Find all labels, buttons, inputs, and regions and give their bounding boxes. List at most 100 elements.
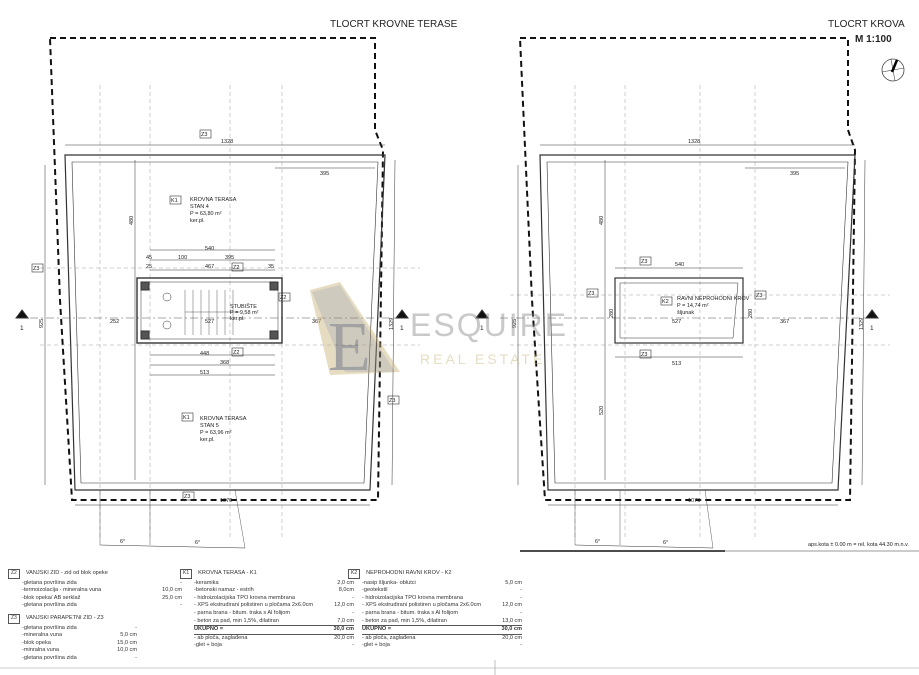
room-name: KROVNA TERASA	[200, 416, 247, 422]
right-plan-labels: 1328 395 540 527 367 513 1070 6° 6° 480 …	[480, 139, 909, 548]
room-finish: ker.pl.	[200, 437, 215, 443]
dim-label: 6°	[663, 540, 668, 546]
layer: -gletana površina zida	[22, 579, 77, 586]
room-finish: ker.pl.	[190, 218, 205, 224]
layer: -gletana površina zida	[22, 624, 77, 631]
title-left: TLOCRT KROVNE TERASE	[330, 19, 458, 30]
thickness: 20,0 cm	[334, 634, 354, 641]
dim-label: 395	[790, 171, 799, 177]
svg-text:E: E	[328, 309, 371, 386]
layer: -nasip šljunka- oblutci	[362, 579, 416, 586]
dim-label: 540	[205, 246, 214, 252]
layer: -keramika	[194, 579, 219, 586]
tag-z3: Z3	[641, 259, 647, 265]
layer: - parna brana - bitum. traka s Al folijo…	[194, 609, 291, 616]
layer: -geotekstil	[362, 587, 388, 594]
layer: -glet + boja	[362, 642, 390, 649]
room-area: P = 9,58 m²	[230, 310, 259, 316]
dim-label: 35	[268, 264, 274, 270]
thickness: 2,0 cm	[337, 579, 354, 586]
legend-title: NEPROHODNI RAVNI KROV - K2	[366, 570, 452, 576]
dim-label: 395	[320, 171, 329, 177]
layer: -mineralna vuna	[22, 632, 63, 639]
dim-label: 925	[512, 319, 518, 328]
legend-title: KROVNA TERASA - K1	[198, 570, 257, 576]
layer: -gletana površina zida	[22, 602, 77, 609]
section-mark: 1	[20, 325, 24, 332]
thickness: -	[520, 609, 522, 616]
layer: - beton za pad, min 1,5%, dilatiran	[362, 617, 447, 624]
dim-label: 367	[312, 319, 321, 325]
dim-label: 1328	[221, 139, 233, 145]
layer: - beton za pad, min 1,5%, dilatiran	[194, 617, 279, 624]
dim-label: 540	[675, 262, 684, 268]
tag-z3: Z3	[184, 494, 190, 500]
layer: - XPS ekstrudirani polistiren u pločama …	[194, 602, 314, 609]
stair-core	[136, 277, 283, 344]
thickness: 10,0 cm	[162, 587, 182, 594]
tag-z3: Z3	[389, 398, 395, 404]
roof-box	[614, 277, 744, 344]
building-outline	[539, 154, 856, 491]
layer: - hidroizolacijska TPO krovna membrana	[362, 594, 463, 601]
layer: - XPS ekstrudirani polistiren u pločama …	[362, 602, 482, 609]
plot-boundary	[519, 37, 857, 501]
dim-label: 1329	[389, 318, 395, 330]
left-plan	[15, 37, 420, 549]
room-area: P = 63,80 m²	[190, 211, 222, 217]
layer: - parna brana - bitum. traka s Al folijo…	[362, 609, 459, 616]
building-outline	[64, 154, 386, 491]
thickness: 5,0 cm	[505, 579, 522, 586]
dim-label: 45	[146, 255, 152, 261]
dim-label: 6°	[120, 539, 125, 545]
room-name: RAVNI NEPROHODNI KROV	[677, 296, 750, 302]
left-plan-labels: 1328 395 540 100 395 467 45 25 35 448 36…	[20, 132, 404, 546]
thickness: -	[520, 642, 522, 649]
dim-label: 6°	[195, 540, 200, 546]
dim-label: 448	[200, 351, 209, 357]
room-unit: STAN 5	[200, 423, 219, 429]
plot-boundary	[49, 37, 385, 501]
layer: -glet + boja	[194, 642, 222, 649]
dim-label: 513	[200, 370, 209, 376]
dim-label: 925	[39, 319, 45, 328]
room-area: P = 14,74 m²	[677, 303, 709, 309]
dim-label: 467	[205, 264, 214, 270]
dim-label: 368	[220, 360, 229, 366]
tag-k1: K1	[171, 198, 178, 204]
dim-label: 513	[672, 361, 681, 367]
dim-label: 367	[780, 319, 789, 325]
total-value: 30,0 cm	[501, 626, 522, 633]
section-mark: 1	[480, 325, 484, 332]
total-label: UKUPNO =	[194, 626, 224, 633]
room-finish: šljunak	[677, 310, 694, 316]
dim-label: 480	[599, 216, 605, 225]
thickness: -	[135, 624, 137, 631]
dim-label: 280	[609, 309, 615, 318]
title-right: TLOCRT KROVA	[828, 19, 905, 30]
tag: Z2	[8, 569, 20, 579]
dim-label: 252	[110, 319, 119, 325]
room-name: KROVNA TERASA	[190, 197, 237, 203]
room-unit: STAN 4	[190, 204, 209, 210]
elevation-note: aps.kota ± 0.00 m = rel. kota 44.30 m.n.…	[808, 542, 909, 548]
tag: K2	[348, 569, 361, 579]
thickness: 25,0 cm	[162, 594, 182, 601]
layer: -termoizolacija - mineralna vuna	[22, 587, 102, 594]
right-plan	[475, 37, 919, 552]
thickness: -	[520, 587, 522, 594]
dim-label: 520	[599, 406, 605, 415]
room-area: P = 63,96 m²	[200, 430, 232, 436]
scale-label: M 1:100	[855, 34, 892, 45]
layer: -blok opeka/ AB serklaž	[22, 594, 81, 601]
tag-z3: Z3	[641, 352, 647, 358]
thickness: -	[135, 654, 137, 661]
tag-k2: K2	[662, 299, 669, 305]
layer: - ab ploča, zaglađena	[194, 634, 248, 641]
thickness: 5,0 cm	[120, 632, 137, 639]
tag-z3: Z3	[588, 291, 594, 297]
tag-z3: Z3	[33, 266, 39, 272]
